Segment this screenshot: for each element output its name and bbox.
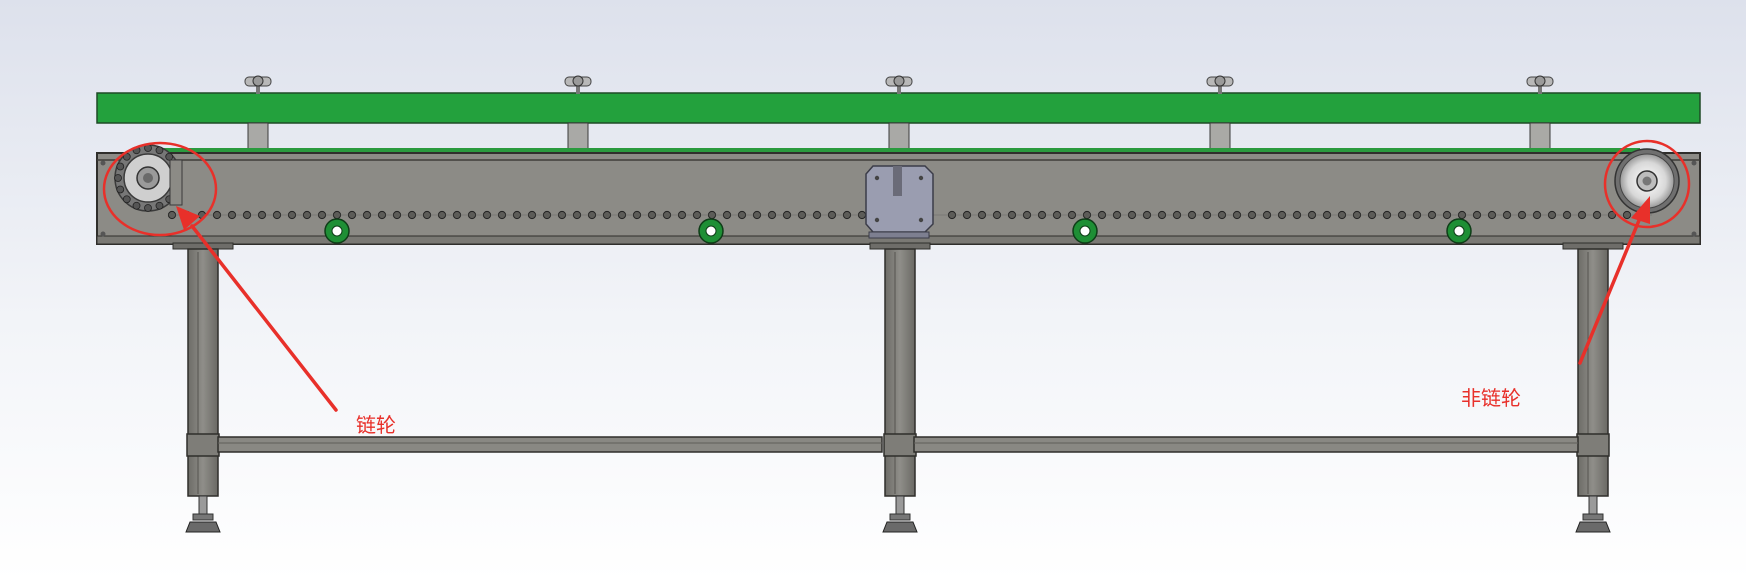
leveling-foot-icon bbox=[1575, 521, 1611, 533]
frame-screw bbox=[100, 160, 106, 166]
leg-joint bbox=[883, 433, 917, 457]
guide-rail bbox=[96, 92, 1701, 124]
leveling-nut bbox=[1582, 513, 1604, 521]
frame-screw bbox=[1691, 160, 1697, 166]
return-roller-hub bbox=[331, 225, 343, 237]
sprocket-tooth bbox=[132, 201, 141, 210]
sprocket-tooth bbox=[122, 195, 131, 204]
support-legs bbox=[172, 242, 1624, 533]
cross-beam-left bbox=[217, 436, 883, 453]
pulley-arrow bbox=[1578, 196, 1650, 365]
guide-post bbox=[1209, 122, 1231, 150]
return-roller-hub bbox=[1079, 225, 1091, 237]
leg-post bbox=[187, 248, 219, 497]
return-roller-hub bbox=[1453, 225, 1465, 237]
leveling-nut bbox=[889, 513, 911, 521]
knob-center bbox=[1214, 75, 1226, 87]
sprocket-tooth bbox=[155, 146, 164, 155]
guide-post bbox=[567, 122, 589, 150]
knob-stem bbox=[897, 86, 901, 94]
sprocket-tooth bbox=[116, 162, 125, 171]
knob-stem bbox=[576, 86, 580, 94]
pulley-highlight-circle bbox=[1603, 139, 1691, 229]
sprocket-arrow bbox=[176, 206, 338, 412]
frame-screw bbox=[1691, 231, 1697, 237]
idler-pulley-icon bbox=[1614, 148, 1680, 214]
sprocket-tooth bbox=[114, 174, 122, 182]
guide-post bbox=[1529, 122, 1551, 150]
sprocket-highlight-circle bbox=[102, 141, 218, 237]
drive-sprocket-icon bbox=[114, 144, 183, 212]
guide-post bbox=[247, 122, 269, 150]
knob-center bbox=[252, 75, 264, 87]
frame-screw bbox=[100, 231, 106, 237]
knob-stem bbox=[256, 86, 260, 94]
leg-top-plate bbox=[869, 242, 931, 250]
sprocket-tooth bbox=[116, 185, 125, 194]
return-rollers bbox=[324, 218, 1472, 244]
knob-stem bbox=[1538, 86, 1542, 94]
leg-joint bbox=[1576, 433, 1610, 457]
leveling-foot-icon bbox=[185, 521, 221, 533]
sprocket-tooth bbox=[144, 204, 152, 212]
sprocket-tooth bbox=[165, 152, 174, 161]
non-sprocket-label: 非链轮 bbox=[1461, 386, 1521, 410]
leg-post bbox=[884, 248, 916, 497]
sprocket-tooth bbox=[155, 201, 164, 210]
cross-beam-right bbox=[913, 436, 1579, 453]
knob-center bbox=[893, 75, 905, 87]
leveling-foot-icon bbox=[882, 521, 918, 533]
return-roller-hub bbox=[705, 225, 717, 237]
leg-post bbox=[1577, 248, 1609, 497]
guide-post bbox=[888, 122, 910, 150]
belt-edge bbox=[150, 148, 1640, 153]
leveling-nut bbox=[192, 513, 214, 521]
motor-mount-plate bbox=[865, 165, 934, 239]
leg-top-plate bbox=[1562, 242, 1624, 250]
knob-center bbox=[572, 75, 584, 87]
sprocket-label: 链轮 bbox=[356, 413, 396, 437]
leg-top-plate bbox=[172, 242, 234, 250]
leg-joint bbox=[186, 433, 220, 457]
knob-center bbox=[1534, 75, 1546, 87]
knob-stem bbox=[1218, 86, 1222, 94]
